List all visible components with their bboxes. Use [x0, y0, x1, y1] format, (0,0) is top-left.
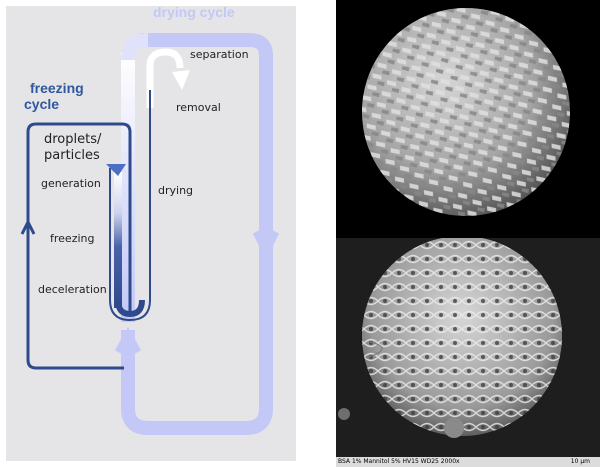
freezing-cycle-title-line2: cycle [24, 96, 60, 112]
separation-arrow-head [172, 70, 190, 90]
drying-cycle-loop [121, 33, 273, 435]
label-particles: particles [44, 148, 100, 163]
drying-stem [121, 52, 135, 322]
micrograph-panel: BSA 1% Mannitol 5% HV15 WD25 2000x 10 µm [336, 0, 600, 467]
particle-model-image [336, 0, 600, 236]
freezing-cycle-up-arrow [20, 218, 36, 235]
drying-top-left-corner [121, 33, 149, 61]
sem-micrograph-image: BSA 1% Mannitol 5% HV15 WD25 2000x 10 µm [336, 236, 600, 467]
freeze-drying-diagram: drying cycle freezing cycle separation r… [6, 4, 296, 461]
separation-curved-arrow [146, 48, 184, 108]
freezing-channel [114, 172, 122, 308]
u-tube-outline [109, 90, 151, 322]
label-droplets: droplets/ [44, 132, 102, 147]
sem-info-bar: BSA 1% Mannitol 5% HV15 WD25 2000x 10 µm [336, 457, 600, 467]
diagram-graphics [6, 6, 296, 461]
particle-model-render-icon [362, 8, 570, 216]
label-separation: separation [190, 48, 249, 61]
label-drying: drying [158, 184, 194, 197]
sem-caption: BSA 1% Mannitol 5% HV15 WD25 2000x [338, 458, 460, 465]
drying-cycle-title: drying cycle [153, 4, 235, 20]
scale-bar-label: 10 µm [570, 458, 590, 465]
freezing-cycle-loop [26, 122, 132, 370]
label-generation: generation [41, 177, 101, 190]
drying-cycle-down-arrow [252, 230, 280, 260]
label-removal: removal [176, 101, 221, 114]
sem-micrograph-icon [336, 236, 600, 457]
freezing-u-bottom [115, 299, 145, 318]
label-deceleration: deceleration [38, 283, 107, 296]
label-freezing: freezing [50, 232, 95, 245]
droplet-funnel [106, 164, 126, 176]
freezing-cycle-title-line1: freezing [30, 80, 84, 96]
drying-cycle-up-arrow [114, 326, 142, 354]
